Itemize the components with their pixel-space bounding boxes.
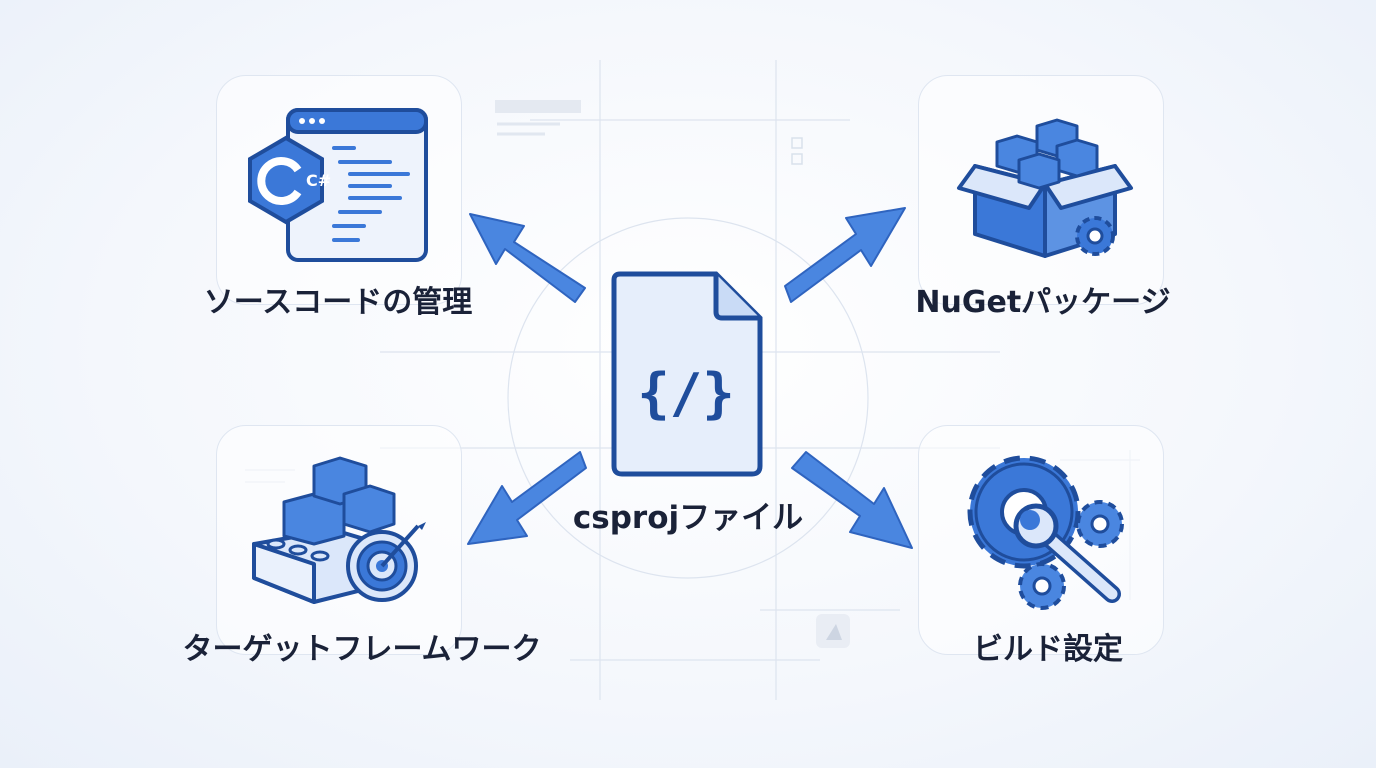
nuget-package-icon [957, 118, 1133, 258]
center-label: csprojファイル [572, 500, 804, 536]
node-label-nuget: NuGetパッケージ [915, 285, 1171, 320]
source-code-window-icon: C# [248, 108, 428, 262]
node-label-source-code: ソースコードの管理 [203, 285, 473, 320]
csproj-document-icon: {/} [611, 271, 763, 477]
code-glyph: {/} [637, 362, 735, 425]
small-gear-icon [1076, 500, 1124, 548]
csharp-badge-text: C# [306, 171, 331, 190]
arrow-to-nuget [784, 207, 906, 303]
bottom-gear-icon [1018, 562, 1066, 610]
target-framework-blocks-icon [252, 456, 426, 604]
node-label-build-settings: ビルド設定 [973, 632, 1123, 667]
node-label-target-framework: ターゲットフレームワーク [182, 632, 542, 667]
gear-icon [1075, 216, 1115, 256]
arrow-to-target [467, 451, 587, 545]
arrow-to-build [791, 451, 913, 549]
arrow-to-source [469, 213, 586, 303]
build-settings-gears-icon [967, 455, 1124, 610]
target-icon [346, 522, 426, 602]
wrench-icon [1013, 503, 1121, 603]
